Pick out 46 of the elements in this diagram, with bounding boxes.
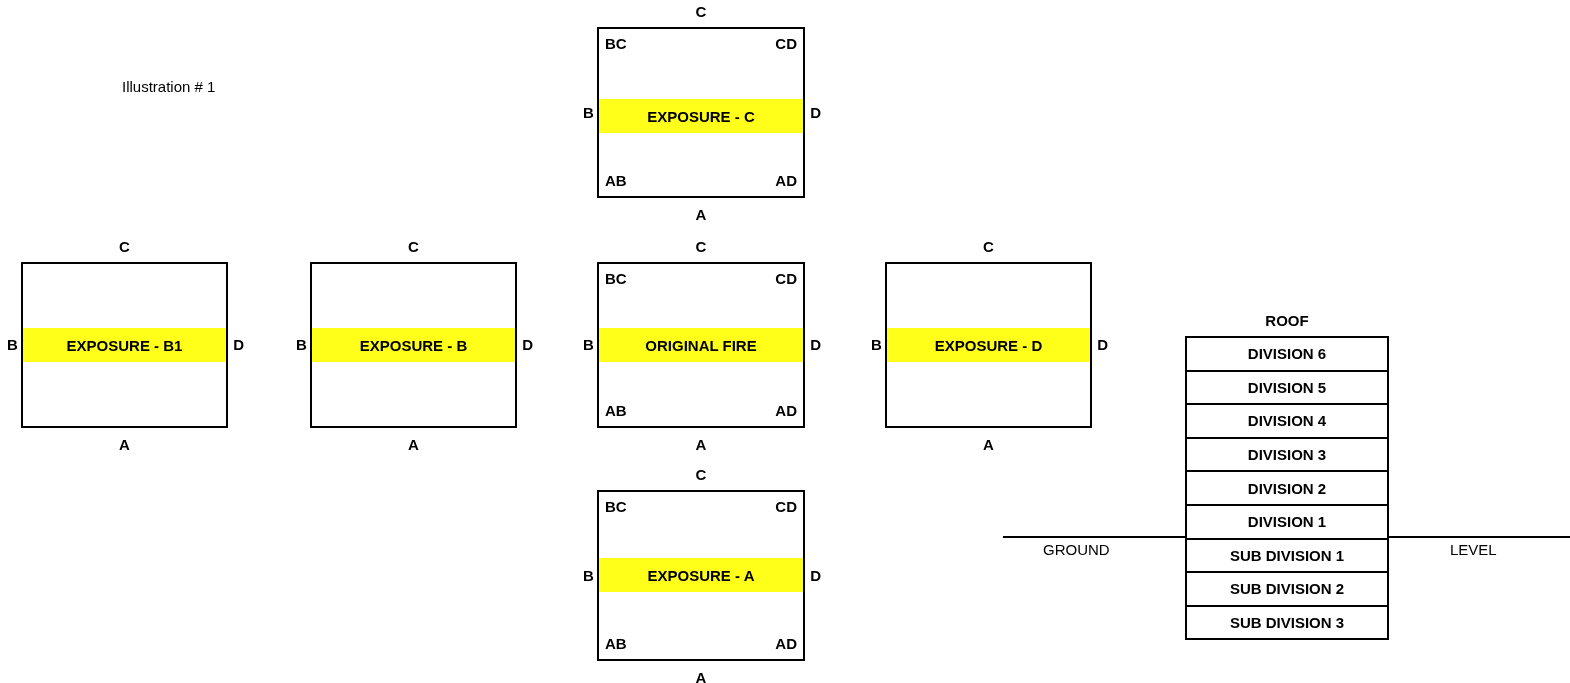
corner-label: AD: [775, 172, 797, 190]
side-label: D: [522, 336, 533, 354]
side-label: C: [982, 238, 995, 256]
side-label: B: [583, 103, 594, 122]
side-label: C: [694, 3, 708, 21]
highlight-band: EXPOSURE - B: [312, 328, 515, 362]
level-label: LEVEL: [1450, 541, 1497, 558]
corner-label: CD: [775, 498, 797, 516]
side-label: B: [583, 566, 594, 585]
side-label: B: [296, 336, 307, 354]
corner-label: CD: [775, 35, 797, 53]
side-label: A: [694, 206, 708, 224]
side-label: C: [118, 238, 131, 256]
side-label: D: [233, 336, 244, 354]
side-label: A: [982, 436, 995, 454]
side-label: B: [583, 336, 594, 354]
corner-label: AD: [775, 635, 797, 653]
side-label: C: [694, 238, 708, 256]
highlight-band: EXPOSURE - C: [599, 99, 803, 133]
side-label: A: [118, 436, 131, 454]
side-label: D: [1097, 336, 1108, 354]
side-label: D: [810, 103, 821, 122]
corner-label: AB: [605, 635, 627, 653]
side-label: C: [407, 238, 420, 256]
side-label: D: [810, 336, 821, 354]
corner-label: BC: [605, 35, 627, 53]
side-label: D: [810, 566, 821, 585]
highlight-band: EXPOSURE - A: [599, 558, 803, 592]
level-label: GROUND: [1043, 541, 1110, 558]
side-label: B: [7, 336, 18, 354]
highlight-band: EXPOSURE - D: [887, 328, 1090, 362]
side-label: A: [694, 669, 708, 683]
corner-label: CD: [775, 270, 797, 288]
roof-label: ROOF: [1264, 312, 1310, 330]
side-label: C: [694, 466, 708, 484]
corner-label: AB: [605, 402, 627, 420]
highlight-band: EXPOSURE - B1: [23, 328, 226, 362]
corner-label: AD: [775, 402, 797, 420]
side-label: A: [694, 436, 708, 454]
highlight-band: ORIGINAL FIRE: [599, 328, 803, 362]
corner-label: BC: [605, 270, 627, 288]
corner-label: BC: [605, 498, 627, 516]
figure-label: Illustration # 1: [122, 78, 216, 95]
side-label: B: [871, 336, 882, 354]
corner-label: AB: [605, 172, 627, 190]
side-label: A: [407, 436, 420, 454]
